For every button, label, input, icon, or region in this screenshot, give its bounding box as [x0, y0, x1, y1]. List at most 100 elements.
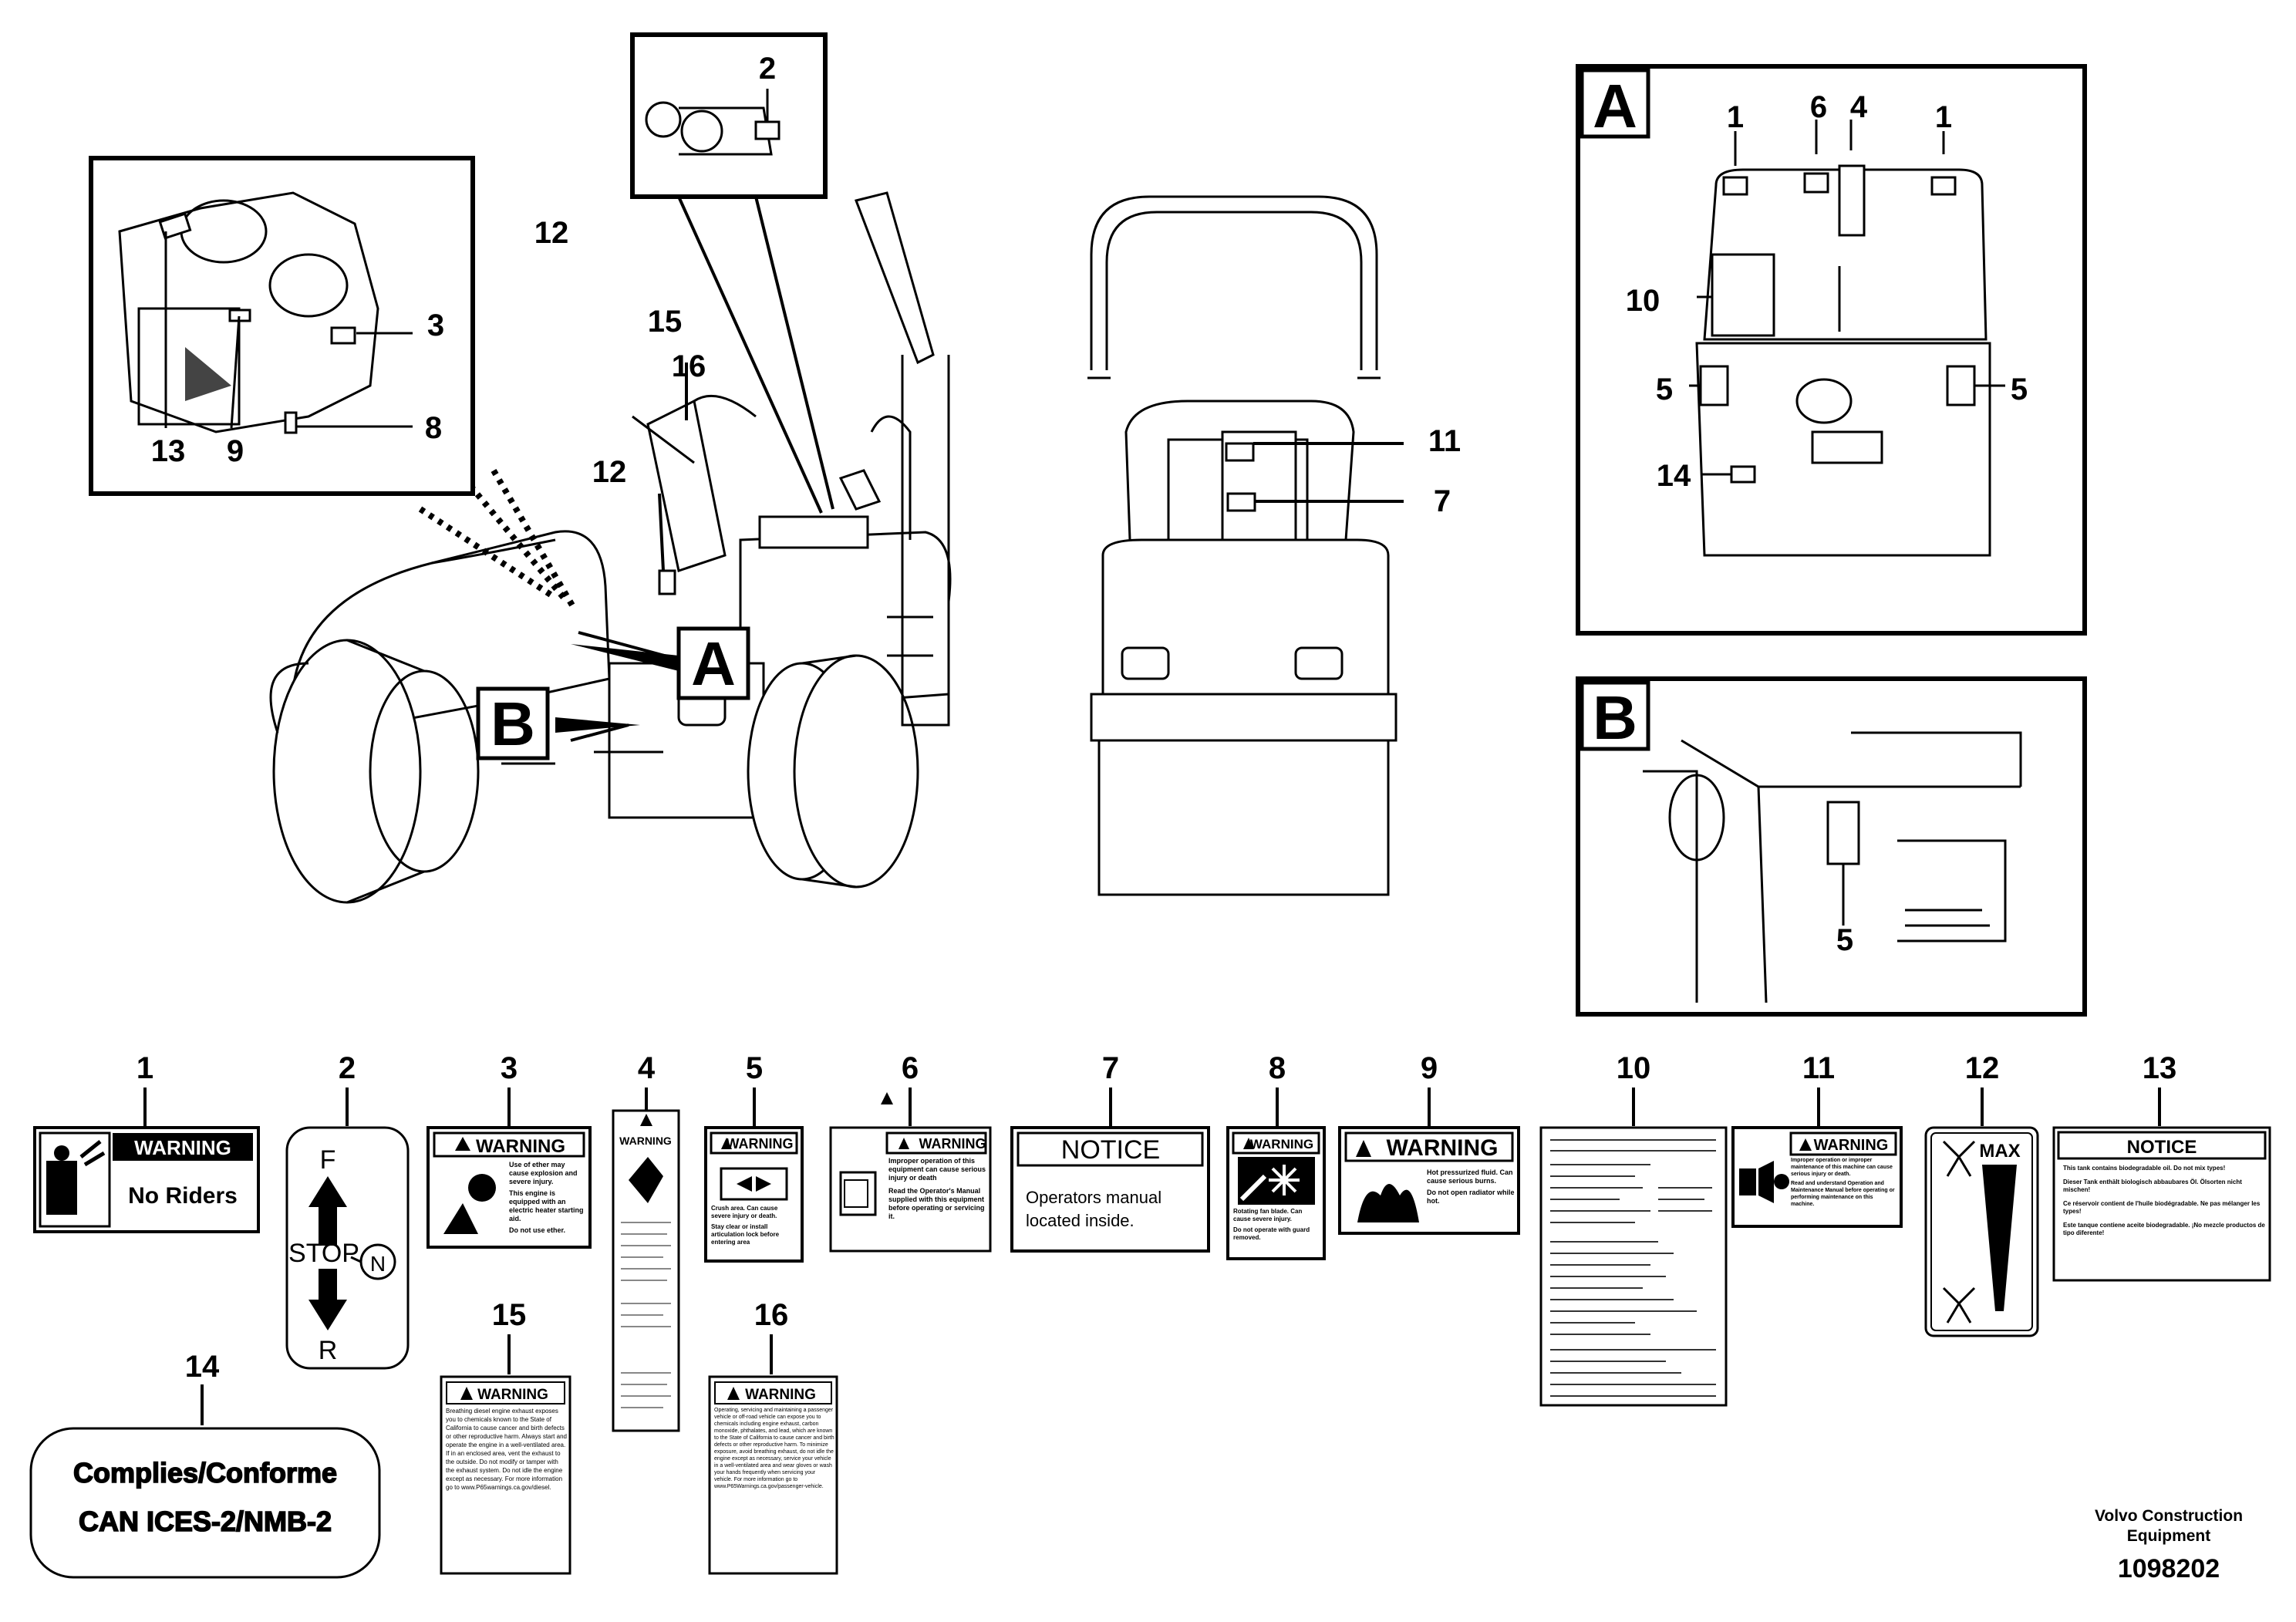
decal-8-line2: Do not operate with guard removed. [1233, 1226, 1310, 1241]
callout-13-inset: 13 [151, 434, 186, 468]
decal-2-stop: STOP [288, 1239, 359, 1268]
arrow-b [555, 717, 640, 733]
decal-6-header: WARNING [919, 1136, 986, 1152]
decal-15-body: Breathing diesel engine exhaust exposes … [446, 1408, 567, 1491]
seat-inset [630, 32, 828, 199]
company-line1: Volvo Construction [2095, 1507, 2243, 1525]
label-box-a [676, 626, 750, 700]
decal-11-line1: Improper operation or improper maintenan… [1791, 1158, 1893, 1177]
decal-11-header: WARNING [1814, 1137, 1889, 1154]
decal-1-header: WARNING [134, 1136, 231, 1159]
decal-5-crush: WARNING Crush area. Can cause severe inj… [704, 1126, 804, 1263]
decal-7-header: NOTICE [1061, 1135, 1160, 1165]
decal-number-4: 4 [638, 1051, 656, 1085]
decal-number-12: 12 [1965, 1051, 2000, 1085]
decal-8-fan: WARNING Rotating fan blade. Can cause se… [1226, 1126, 1326, 1260]
decal-6-operation: WARNING Improper operation of this equip… [829, 1092, 992, 1253]
decal-9-header: WARNING [1387, 1135, 1499, 1161]
decal-number-16: 16 [754, 1298, 789, 1332]
decal-16-body: Operating, servicing and maintaining a p… [714, 1408, 834, 1489]
decal-number-7: 7 [1102, 1051, 1119, 1085]
callout-1-a-right: 1 [1935, 100, 1952, 134]
callout-10-a: 10 [1626, 284, 1660, 318]
callout-3-inset: 3 [427, 309, 444, 342]
decal-number-row: 1 2 3 4 5 6 7 8 9 10 11 12 13 14 15 16 [137, 1051, 2176, 1384]
decal-number-5: 5 [746, 1051, 763, 1085]
decal-11-operation: WARNING Improper operation or improper m… [1731, 1126, 1903, 1228]
upper-callouts: 2 12 3 8 13 9 15 16 12 11 7 A B A B 1 6 … [151, 52, 2028, 957]
decal-13-body: This tank contains biodegradable oil. Do… [2063, 1165, 2265, 1236]
decal-13-notice: NOTICE This tank contains biodegradable … [2052, 1126, 2271, 1282]
decal-7-notice: NOTICE Operators manual located inside. [1010, 1126, 1210, 1253]
decal-6-line1: Improper operation of this equipment can… [888, 1157, 986, 1182]
callout-11-front: 11 [1428, 424, 1461, 458]
label-box-b [476, 686, 550, 760]
decal-7-line2: located inside. [1026, 1211, 1135, 1230]
decal-11-line2: Read and understand Operation and Mainte… [1791, 1181, 1895, 1207]
label-a: A [691, 629, 736, 698]
decal-9-hot-fluid: WARNING Hot pressurized fluid. Can cause… [1338, 1126, 1520, 1235]
decal-8-body: Rotating fan blade. Can cause severe inj… [1233, 1208, 1310, 1241]
decal-1-no-riders: WARNING No Riders [33, 1126, 260, 1233]
decal-number-14: 14 [185, 1350, 220, 1384]
decal-14-line1: Complies/Conforme [73, 1457, 337, 1489]
drawing-number: 1098202 [2118, 1554, 2220, 1583]
detail-a-letter: A [1593, 72, 1637, 140]
label-b: B [491, 690, 535, 758]
company-line2: Equipment [2127, 1527, 2211, 1545]
decal-9-body: Hot pressurized fluid. Can cause serious… [1427, 1168, 1515, 1205]
decal-5-line1: Crush area. Can cause severe injury or d… [711, 1205, 778, 1219]
decal-5-line2: Stay clear or install articulation lock … [711, 1223, 780, 1246]
callout-4-a: 4 [1850, 90, 1868, 124]
decal-4-header: WARNING [619, 1135, 672, 1147]
decal-3-ether: WARNING Use of ether may cause explosion… [426, 1126, 592, 1249]
callout-8-inset: 8 [425, 411, 442, 445]
decal-16-header: WARNING [745, 1387, 816, 1403]
arrow-a [571, 644, 679, 671]
inset-leader-dots [418, 468, 578, 612]
decal-9-line2: Do not open radiator while hot. [1427, 1189, 1515, 1205]
decal-number-15: 15 [492, 1298, 527, 1332]
decal-number-1: 1 [137, 1051, 153, 1085]
decal-16-vehicle-exhaust: WARNING Operating, servicing and maintai… [708, 1375, 838, 1575]
decal-number-10: 10 [1617, 1051, 1651, 1085]
decal-3-header: WARNING [476, 1136, 565, 1157]
decal-number-9: 9 [1421, 1051, 1438, 1085]
decal-number-3: 3 [501, 1051, 518, 1085]
callout-12-side: 12 [592, 455, 627, 489]
decal-2-direction: F STOP N R [285, 1126, 410, 1370]
decal-6-line2: Read the Operator's Manual supplied with… [888, 1187, 985, 1220]
callout-2-top: 2 [759, 52, 776, 86]
decal-5-body: Crush area. Can cause severe injury or d… [711, 1205, 780, 1246]
callout-9-inset: 9 [227, 434, 244, 468]
decal-3-line3: Do not use ether. [509, 1226, 566, 1234]
engine-inset [89, 156, 475, 496]
decal-number-6: 6 [902, 1051, 919, 1085]
decal-7-line1: Operators manual [1026, 1188, 1161, 1207]
decal-13-line4: Este tanque contiene aceite biodegradabl… [2063, 1222, 2265, 1236]
callout-5-b: 5 [1836, 923, 1853, 957]
detail-a-box [1576, 64, 2087, 636]
decal-number-11: 11 [1802, 1051, 1835, 1085]
decal-1-text: No Riders [128, 1183, 238, 1209]
decal-3-body: Use of ether may cause explosion and sev… [509, 1161, 584, 1234]
decal-3-line1: Use of ether may cause explosion and sev… [509, 1161, 578, 1185]
callout-14-a: 14 [1657, 459, 1691, 493]
callout-7-front: 7 [1434, 484, 1451, 518]
decal-8-line1: Rotating fan blade. Can cause severe inj… [1233, 1208, 1303, 1222]
decal-11-body: Improper operation or improper maintenan… [1791, 1158, 1895, 1207]
decal-2-forward: F [320, 1145, 336, 1175]
decal-10-service-chart [1539, 1126, 1728, 1407]
callout-1-a-left: 1 [1727, 100, 1744, 134]
front-leader-lines [1253, 442, 1404, 503]
decal-15-diesel-exhaust: WARNING Breathing diesel engine exhaust … [440, 1375, 571, 1575]
decal-12-max: MAX [1979, 1141, 2020, 1162]
footer: Volvo Construction Equipment 1098202 [2095, 1507, 2243, 1583]
decal-13-line1: This tank contains biodegradable oil. Do… [2063, 1165, 2226, 1172]
callout-15-side: 15 [648, 305, 683, 339]
decal-5-header: WARNING [727, 1136, 794, 1152]
decal-number-13: 13 [2143, 1051, 2177, 1085]
decal-4-tall: WARNING [612, 1109, 680, 1432]
callout-5-a-right: 5 [2011, 373, 2028, 406]
